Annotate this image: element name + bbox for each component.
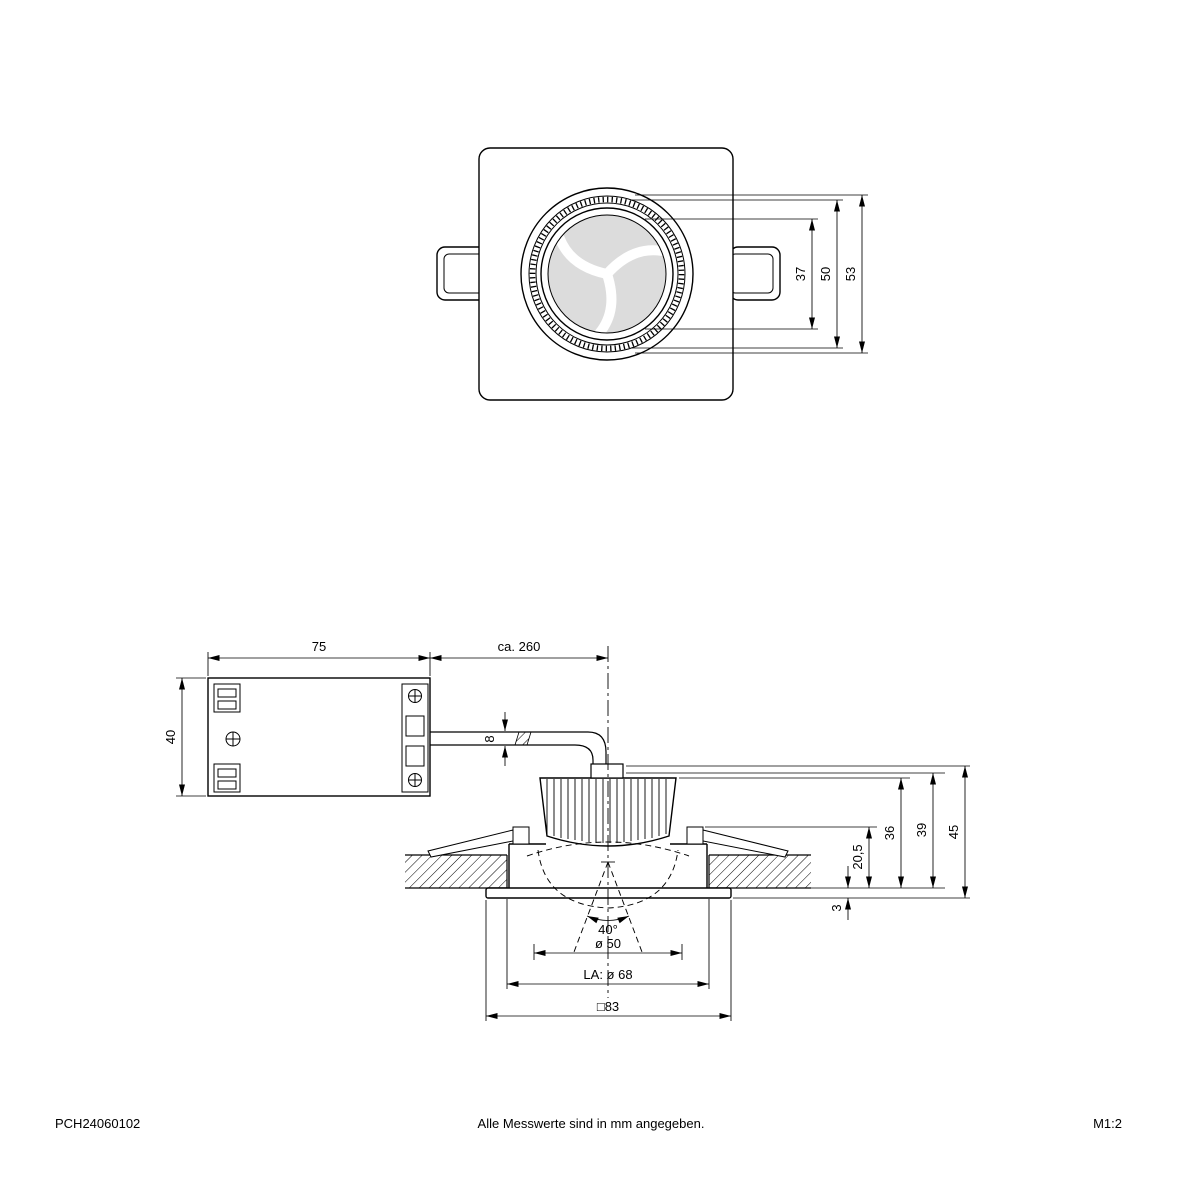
ceiling-section-right — [708, 854, 811, 889]
dimension-driver-height: 40 — [163, 677, 206, 797]
dimension-50: 50 — [632, 199, 843, 349]
dimension-trim-height: 3 — [829, 866, 851, 920]
dimension-37: 37 — [645, 218, 818, 330]
dim-label-37: 37 — [793, 267, 808, 281]
driver-box — [207, 677, 431, 797]
dim-label-36: 36 — [882, 826, 897, 840]
article-number: PCH24060102 — [55, 1116, 140, 1131]
dimension-cutout: LA: ø 68 — [506, 899, 710, 989]
dimension-cable-length: ca. 260 — [430, 639, 608, 661]
footer: PCH24060102 Alle Messwerte sind in mm an… — [55, 1116, 1122, 1131]
dimension-beam-angle: 40° — [586, 915, 630, 937]
heatsink-fins — [546, 779, 667, 843]
dimension-height-39: 39 — [914, 773, 936, 888]
dim-label-ca260: ca. 260 — [498, 639, 541, 654]
dim-label-40: 40 — [163, 730, 178, 744]
dim-label-3: 3 — [829, 904, 844, 911]
dimension-beam-diameter: ø 50 — [533, 936, 683, 960]
beam-line-right — [607, 861, 643, 953]
lens-logo — [547, 214, 667, 339]
dim-label-d50: ø 50 — [595, 936, 621, 951]
dim-label-83: □83 — [597, 999, 619, 1014]
clip-right — [729, 246, 781, 301]
dimension-height-clip: 20,5 — [850, 827, 872, 888]
dim-label-20-5: 20,5 — [850, 844, 865, 869]
spring-clip-right — [686, 826, 789, 858]
dim-label-la68: LA: ø 68 — [583, 967, 632, 982]
driver-screw-left — [225, 731, 241, 747]
dimension-53: 53 — [635, 194, 868, 354]
knurled-ring — [529, 196, 685, 352]
spring-clip-left — [427, 826, 530, 858]
dimension-driver-width: 75 — [207, 639, 431, 676]
dimension-height-36: 36 — [882, 778, 904, 888]
dim-label-39: 39 — [914, 823, 929, 837]
drawing-scale: M1:2 — [1093, 1116, 1122, 1131]
cable-section-mark — [514, 731, 532, 746]
beam-angle-label: 40° — [598, 922, 618, 937]
dim-label-45: 45 — [946, 825, 961, 839]
side-view: 75 ca. 260 40 8 2 — [163, 639, 970, 1021]
dim-label-53: 53 — [843, 267, 858, 281]
driver-terminal-right — [401, 683, 429, 793]
top-view: 37 50 53 — [436, 147, 868, 401]
connection-cable — [430, 731, 607, 764]
height-extension-lines — [626, 765, 970, 899]
dimension-cable-diameter: 8 — [482, 712, 508, 766]
cable-gland — [590, 763, 624, 779]
dimension-height-total: 45 — [946, 766, 968, 898]
dim-label-50: 50 — [818, 267, 833, 281]
footer-note: Alle Messwerte sind in mm angegeben. — [478, 1116, 705, 1131]
trim-ring-section — [485, 887, 732, 899]
terminal-block-top — [213, 683, 241, 713]
beam-line-left — [573, 861, 609, 953]
terminal-block-bottom — [213, 763, 241, 793]
ceiling-section-left — [405, 854, 508, 889]
dim-label-8: 8 — [482, 735, 497, 742]
dim-label-75: 75 — [312, 639, 326, 654]
dimension-frame: □83 — [485, 900, 732, 1021]
